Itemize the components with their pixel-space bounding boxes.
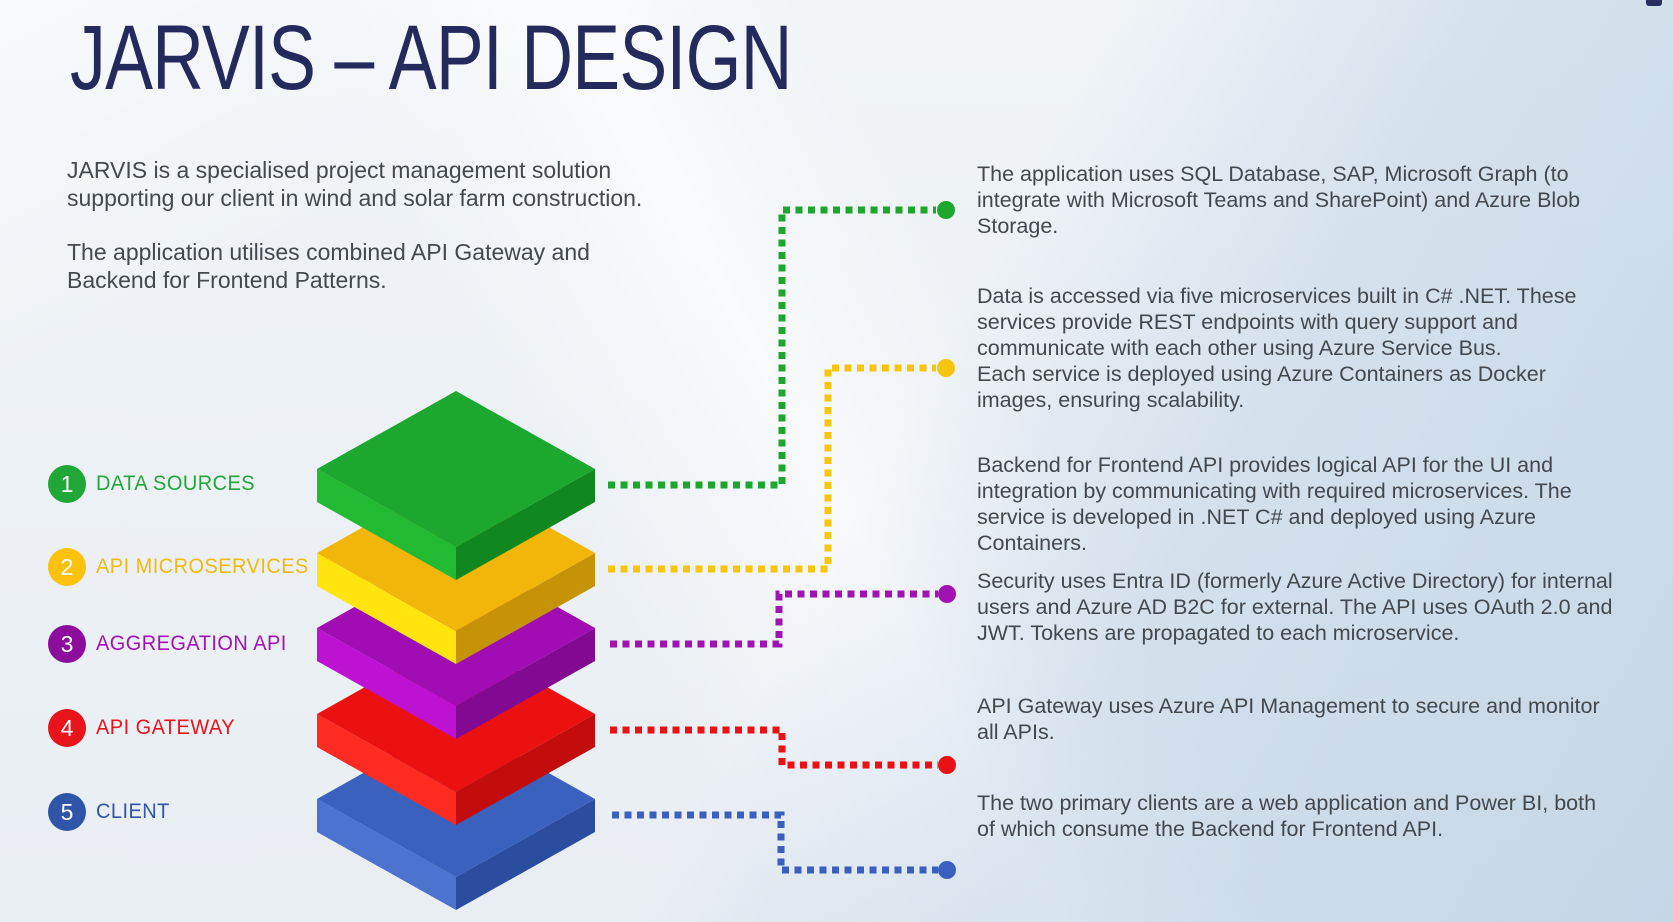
- legend-number-badge: 2: [48, 548, 86, 586]
- description-block-clients: The two primary clients are a web applic…: [977, 791, 1597, 841]
- description-block-backend-for-frontend: Backend for Frontend API provides logica…: [977, 453, 1572, 555]
- layer-face-left: [317, 799, 456, 910]
- stack-layer-data-sources: [317, 391, 595, 580]
- connector-endpoint-dot: [937, 359, 955, 377]
- top-right-logo-fragment: [1646, 0, 1662, 6]
- connector-aggregation-api: [610, 590, 938, 648]
- legend-number-badge: 1: [48, 465, 86, 503]
- legend-item-api-microservices: 2 API MICROSERVICES: [48, 548, 320, 586]
- intro-paragraph-1: JARVIS is a specialised project manageme…: [67, 157, 643, 211]
- layer-face-right: [456, 469, 595, 580]
- connector-api-microservices: [608, 364, 936, 573]
- legend-item-client: 5 CLIENT: [48, 793, 174, 831]
- description-block-api-gateway: API Gateway uses Azure API Management to…: [977, 694, 1600, 744]
- layer-face-left: [317, 628, 456, 739]
- legend-item-data-sources: 1 DATA SOURCES: [48, 465, 263, 503]
- layer-face-right: [456, 714, 595, 825]
- connector-lines: [608, 206, 938, 874]
- connector-endpoint-dot: [937, 201, 955, 219]
- layer-face-right: [456, 628, 595, 739]
- legend-label: API MICROSERVICES: [96, 555, 309, 578]
- legend-label: AGGREGATION API: [96, 632, 287, 655]
- page-title: JARVIS – API DESIGN: [70, 7, 792, 109]
- connector-data-sources: [608, 206, 936, 489]
- connector-client: [612, 811, 938, 874]
- connector-endpoint-dot: [938, 861, 956, 879]
- legend-number-badge: 4: [48, 709, 86, 747]
- connector-endpoint-dot: [938, 756, 956, 774]
- intro-text: JARVIS is a specialised project manageme…: [67, 156, 667, 320]
- layer-face-left: [317, 714, 456, 825]
- layer-face-left: [317, 553, 456, 664]
- legend-item-aggregation-api: 3 AGGREGATION API: [48, 625, 297, 663]
- legend-item-api-gateway: 4 API GATEWAY: [48, 709, 242, 747]
- intro-paragraph-2: The application utilises combined API Ga…: [67, 239, 590, 293]
- legend-number-badge: 5: [48, 793, 86, 831]
- connector-endpoint-dot: [938, 585, 956, 603]
- description-block-security: Security uses Entra ID (formerly Azure A…: [977, 569, 1613, 645]
- layer-face-right: [456, 553, 595, 664]
- layer-face-top: [317, 391, 595, 547]
- description-block-api-microservices: Data is accessed via five microservices …: [977, 284, 1577, 412]
- legend-label: CLIENT: [96, 800, 170, 823]
- legend-label: API GATEWAY: [96, 716, 235, 739]
- connector-api-gateway: [610, 726, 938, 769]
- description-block-data-sources: The application uses SQL Database, SAP, …: [977, 162, 1581, 238]
- layer-face-right: [456, 799, 595, 910]
- layer-face-left: [317, 469, 456, 580]
- legend-label: DATA SOURCES: [96, 472, 256, 495]
- legend-number-badge: 3: [48, 625, 86, 663]
